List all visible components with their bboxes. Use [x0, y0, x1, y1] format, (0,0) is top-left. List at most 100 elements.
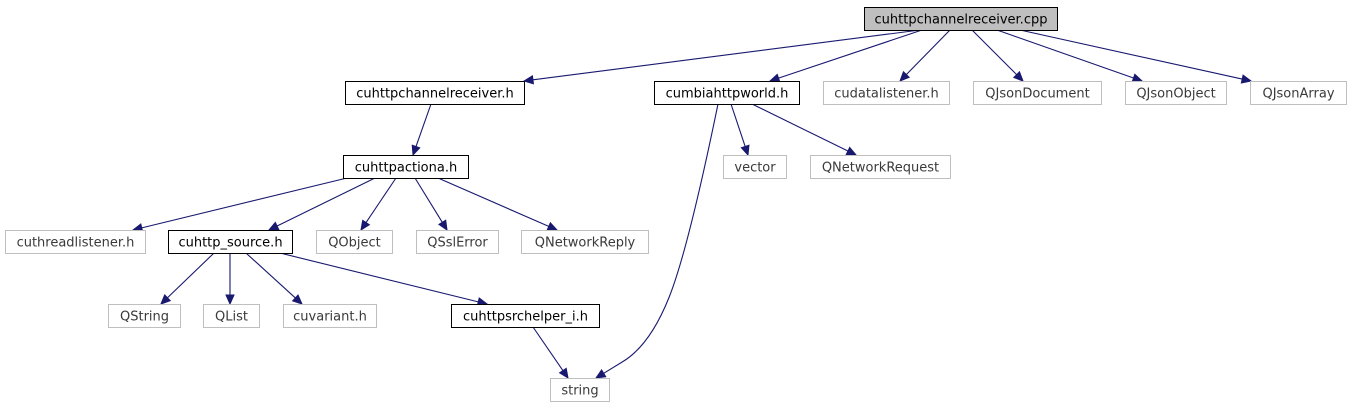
edge-line	[778, 29, 923, 79]
node-datalistener-h: cudatalistener.h	[823, 81, 950, 105]
edge-root-to-n_qjsondocument	[971, 29, 1024, 82]
arrowhead-icon	[558, 367, 569, 380]
node-qjsonobject: QJsonObject	[1125, 81, 1227, 105]
edge-n_actiona_h-to-n_source_h	[267, 177, 376, 231]
edge-root-to-n_datalistener_h	[899, 29, 951, 82]
node-box	[108, 304, 181, 328]
node-box[interactable]	[451, 304, 600, 328]
node-box	[550, 378, 610, 402]
node-box[interactable]	[864, 7, 1058, 31]
node-label: QString	[120, 310, 169, 325]
node-box	[416, 230, 499, 254]
arrowhead-icon	[360, 219, 371, 232]
edge-line	[971, 29, 1018, 76]
node-qjsondocument: QJsonDocument	[973, 81, 1102, 105]
edge-n_source_h-to-n_cuvariant_h	[245, 252, 303, 305]
node-qobject: QObject	[316, 230, 393, 254]
edge-line	[730, 103, 746, 147]
node-label: QObject	[328, 236, 381, 251]
node-threadlistener-h: cuthreadlistener.h	[5, 230, 146, 254]
edge-line	[415, 103, 432, 147]
arrowhead-icon	[411, 144, 421, 157]
node-box	[723, 155, 787, 179]
arrowhead-icon	[437, 219, 448, 232]
node-label: QSslError	[427, 236, 488, 251]
edge-n_mbiahttpworld_h-to-n_vector	[730, 103, 750, 157]
node-root[interactable]: cuhttpchannelreceiver.cpp	[864, 7, 1058, 31]
edge-n_actiona_h-to-n_qobject	[360, 177, 397, 232]
edge-n_srchelper_h-to-n_string	[532, 326, 569, 380]
node-channelreceiver-h[interactable]: cuhttpchannelreceiver.h	[345, 81, 525, 105]
node-qsslerror: QSslError	[416, 230, 499, 254]
node-box[interactable]	[168, 230, 293, 254]
node-box	[203, 304, 260, 328]
edge-n_mbiahttpworld_h-to-n_string	[594, 103, 719, 379]
edge-line	[141, 177, 348, 229]
node-label: QJsonArray	[1262, 87, 1334, 102]
edge-n_source_h-to-n_qstring	[160, 252, 215, 305]
node-label: cuhttpsrchelper_i.h	[463, 310, 588, 325]
arrowhead-icon	[291, 294, 303, 305]
node-box	[316, 230, 393, 254]
edge-line	[365, 177, 397, 223]
node-vector: vector	[723, 155, 787, 179]
arrowhead-icon	[160, 293, 172, 305]
edge-line	[996, 29, 1134, 79]
edge-line	[532, 29, 921, 81]
node-box	[1125, 81, 1227, 105]
arrowhead-icon	[768, 73, 781, 83]
node-string: string	[550, 378, 610, 402]
node-qjsonarray: QJsonArray	[1250, 81, 1347, 105]
edge-n_channelreceiver_h-to-n_actiona_h	[411, 103, 432, 157]
arrowhead-icon	[225, 294, 235, 306]
node-label: cuhttpchannelreceiver.h	[356, 87, 514, 102]
node-qnetworkrequest: QNetworkRequest	[810, 155, 951, 179]
arrowhead-icon	[1012, 70, 1024, 82]
node-label: QNetworkReply	[535, 236, 636, 251]
edge-root-to-n_mbiahttpworld_h	[768, 29, 923, 83]
node-box[interactable]	[654, 81, 800, 105]
node-label: QList	[215, 310, 248, 325]
node-box[interactable]	[345, 81, 525, 105]
node-label: vector	[734, 161, 776, 176]
edge-line	[532, 326, 564, 371]
node-label: QNetworkRequest	[822, 161, 939, 176]
arrowhead-icon	[594, 368, 607, 379]
node-box	[521, 230, 649, 254]
node-box	[973, 81, 1102, 105]
edge-line	[167, 252, 215, 299]
node-label: QJsonDocument	[985, 87, 1089, 102]
node-label: cuhttp_source.h	[178, 236, 282, 251]
arrowhead-icon	[522, 75, 535, 85]
node-label: cuhttpchannelreceiver.cpp	[875, 13, 1048, 28]
node-box	[5, 230, 146, 254]
node-box	[810, 155, 951, 179]
edge-line	[905, 29, 951, 75]
node-box	[283, 304, 377, 328]
node-label: cudatalistener.h	[834, 87, 939, 102]
node-label: cumbiahttpworld.h	[666, 87, 789, 102]
node-box	[823, 81, 950, 105]
node-actiona-h[interactable]: cuhttpactiona.h	[343, 155, 469, 179]
arrowhead-icon	[1131, 73, 1144, 83]
node-label: cuthreadlistener.h	[17, 236, 135, 251]
node-label: cuvariant.h	[293, 310, 367, 325]
arrowhead-icon	[740, 144, 750, 157]
node-box	[1250, 81, 1347, 105]
edges-layer	[131, 29, 1253, 380]
node-srchelper-h[interactable]: cuhttpsrchelper_i.h	[451, 304, 600, 328]
node-qnetworkreply: QNetworkReply	[521, 230, 649, 254]
edge-n_actiona_h-to-n_qsslerror	[414, 177, 448, 232]
edge-root-to-n_channelreceiver_h	[522, 29, 921, 85]
node-mbiahttpworld-h[interactable]: cumbiahttpworld.h	[654, 81, 800, 105]
node-box[interactable]	[343, 155, 469, 179]
edge-line	[603, 103, 719, 374]
arrowhead-icon	[899, 70, 911, 82]
node-source-h[interactable]: cuhttp_source.h	[168, 230, 293, 254]
node-cuvariant-h: cuvariant.h	[283, 304, 377, 328]
edge-line	[276, 177, 376, 227]
node-label: QJsonObject	[1136, 87, 1215, 102]
edge-line	[437, 177, 549, 227]
arrowhead-icon	[845, 146, 858, 156]
